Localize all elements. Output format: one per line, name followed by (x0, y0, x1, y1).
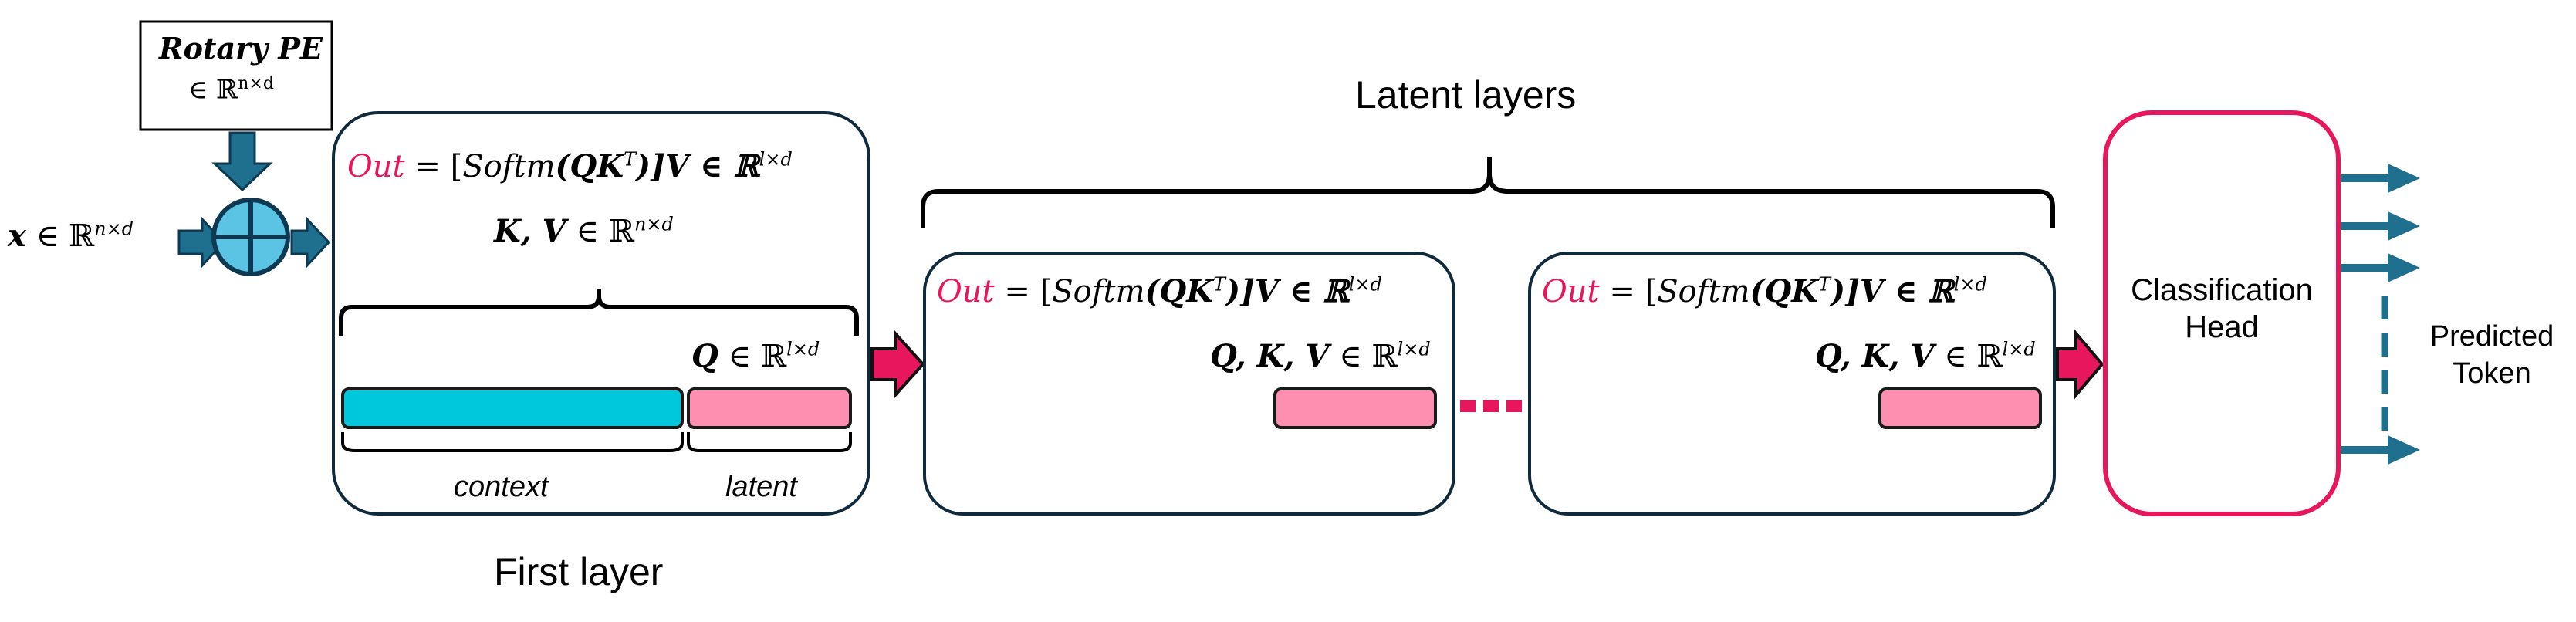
latent-block-1 (923, 252, 1455, 516)
plus-to-first-layer-arrow (290, 216, 331, 269)
latent-layers-title: Latent layers (1355, 73, 1577, 117)
add-circle-icon (211, 198, 290, 276)
latent-block-2-output-equation: Out = [Softm(QKT)]V ∈ ℝl×d (1542, 273, 1987, 309)
input-x-label: x ∈ ℝn×d (8, 218, 134, 254)
classification-head-box (2103, 110, 2341, 516)
rotary-pe-title: Rotary PE (159, 31, 323, 66)
classification-head-label: Classification Head (2131, 273, 2313, 344)
latent-block-1-bar (1273, 387, 1437, 429)
ellipsis-connector (1460, 400, 1522, 412)
output-arrows (2341, 164, 2420, 465)
first-layer-q-dim: Q ∈ ℝl×d (691, 338, 820, 374)
context-bracket (341, 432, 684, 452)
latent-block-1-qkv-dim: Q, K, V ∈ ℝl×d (1210, 338, 1431, 374)
context-label: context (454, 471, 549, 503)
predicted-token-label: Predicted Token (2429, 320, 2554, 390)
latent-block-1-output-equation: Out = [Softm(QKT)]V ∈ ℝl×d (937, 273, 1382, 309)
latent-block-2 (1528, 252, 2056, 516)
latent-bracket (687, 432, 852, 452)
first-layer-caption: First layer (494, 550, 664, 593)
context-bar (341, 387, 684, 429)
latent-layers-brace (921, 157, 2055, 228)
latent-block-2-bar (1878, 387, 2042, 429)
rotary-pe-box (139, 20, 333, 131)
first-to-latent-arrow (870, 329, 925, 400)
first-layer-kv-dim: K, V ∈ ℝn×d (494, 213, 674, 249)
rotary-pe-dim: ∈ ℝn×d (188, 74, 274, 106)
latent-label: latent (725, 471, 797, 503)
first-layer-brace (339, 289, 859, 336)
latent-to-head-arrow (2056, 329, 2104, 400)
rotary-down-arrow (211, 131, 273, 192)
latent-block-2-qkv-dim: Q, K, V ∈ ℝl×d (1815, 338, 2036, 374)
latent-bar (687, 387, 852, 429)
first-layer-output-equation: Out = [Softm(QKT)]V ∈ ℝl×d (347, 148, 793, 184)
